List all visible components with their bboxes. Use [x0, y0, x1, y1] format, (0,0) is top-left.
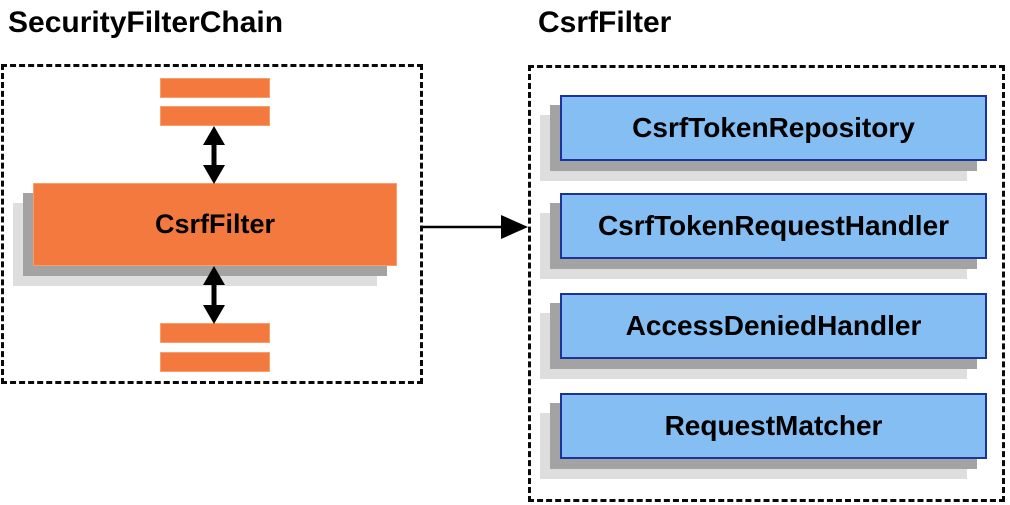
security-filter-chain-title: SecurityFilterChain — [8, 6, 284, 39]
filter-bar-top-2 — [160, 106, 270, 126]
component-label: CsrfTokenRepository — [560, 95, 987, 161]
filter-bar-bottom-1 — [160, 323, 270, 343]
bidirectional-arrow-icon — [197, 266, 231, 324]
component-label: CsrfTokenRequestHandler — [560, 193, 987, 259]
component-node-access-denied-handler: AccessDeniedHandler — [540, 293, 987, 379]
filter-bar-bottom-2 — [160, 352, 270, 372]
bidirectional-arrow-icon — [197, 126, 231, 184]
component-node-request-matcher: RequestMatcher — [540, 393, 987, 479]
csrf-filter-box — [528, 65, 1005, 502]
csrf-filter-title: CsrfFilter — [538, 6, 672, 39]
component-node-csrf-token-request-handler: CsrfTokenRequestHandler — [540, 193, 987, 279]
filter-bar-top-1 — [160, 78, 270, 98]
component-node-csrf-token-repository: CsrfTokenRepository — [540, 95, 987, 181]
csrf-filter-node-label: CsrfFilter — [33, 183, 397, 266]
component-label: AccessDeniedHandler — [560, 293, 987, 359]
csrf-filter-node: CsrfFilter — [13, 183, 397, 286]
flow-arrow-icon — [423, 212, 528, 242]
security-filter-chain-box — [1, 64, 423, 384]
component-label: RequestMatcher — [560, 393, 987, 459]
